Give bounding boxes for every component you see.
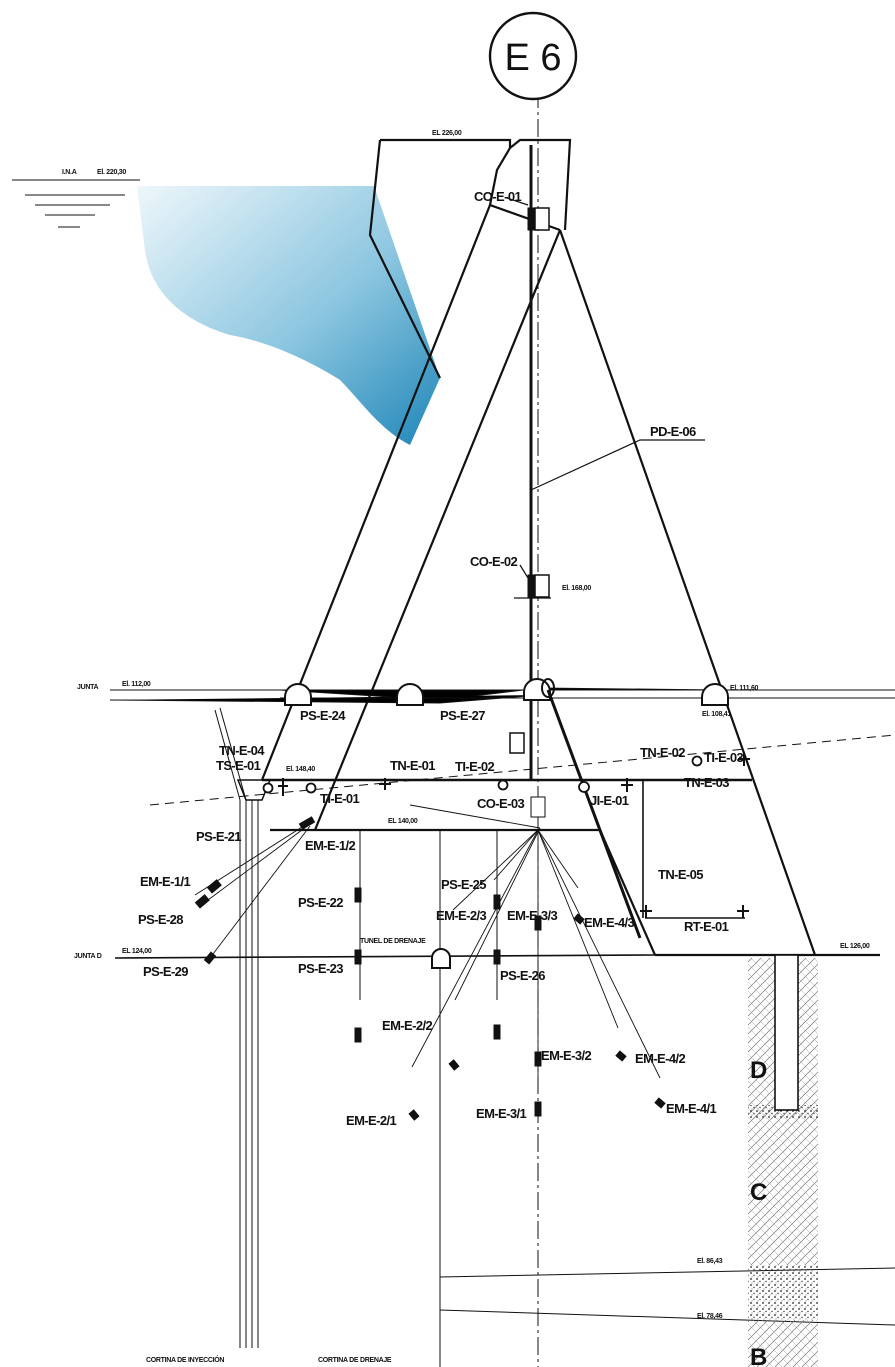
label-em-e-2-1: EM-E-2/1 — [346, 1113, 396, 1128]
foundation-elevation: EL 140,00 — [388, 818, 418, 825]
gallery-elevation: El. 148,40 — [286, 766, 315, 773]
label-em-e-2-2: EM-E-2/2 — [382, 1018, 432, 1033]
dam-body — [260, 138, 880, 957]
nan-elevation: El. 220,30 — [97, 169, 126, 176]
label-em-e-4-2: EM-E-4/2 — [635, 1051, 685, 1066]
label-ti-e-01: TI-E-01 — [320, 791, 360, 806]
label-em-e-1-1: EM-E-1/1 — [140, 874, 190, 889]
rock-lines — [439, 1267, 895, 1326]
zone-d: D — [750, 1057, 767, 1084]
label-em-e-4-3: EM-E-4/3 — [584, 915, 634, 930]
label-tn-e-04: TN-E-04 — [219, 743, 265, 758]
piezometer-lines — [359, 830, 498, 1000]
water-level-symbol — [12, 179, 140, 228]
injection-curtain — [214, 707, 259, 1348]
label-tn-e-02: TN-E-02 — [640, 745, 685, 760]
rock-dashed-lines — [149, 734, 895, 806]
label-ti-e-02: TI-E-02 — [455, 759, 495, 774]
label-ps-e-23: PS-E-23 — [298, 961, 343, 976]
label-rt-e-01: RT-E-01 — [684, 919, 729, 934]
el-86-label: El. 86,43 — [697, 1258, 723, 1265]
section-title: E 6 — [504, 37, 561, 79]
zone-b: B — [750, 1344, 767, 1367]
label-ps-e-25: PS-E-25 — [441, 877, 486, 892]
label-em-e-3-1: EM-E-3/1 — [476, 1106, 526, 1121]
junta-d-label: JUNTA D — [74, 953, 102, 960]
gallery-block — [236, 779, 272, 801]
label-ps-e-22: PS-E-22 — [298, 895, 343, 910]
label-ti-e-03: TI-E-03 — [704, 750, 744, 765]
drainage-curtain-label: CORTINA DE DRENAJE — [318, 1357, 392, 1364]
gravel-band-upper — [748, 1105, 818, 1119]
label-ts-e-01: TS-E-01 — [216, 758, 261, 773]
downstream-gallery — [642, 780, 745, 919]
label-em-e-2-3: EM-E-2/3 — [436, 908, 486, 923]
cross-markers — [278, 752, 750, 918]
label-ps-e-29: PS-E-29 — [143, 964, 188, 979]
extensometer-fan — [409, 804, 661, 1085]
label-em-e-4-1: EM-E-4/1 — [666, 1101, 716, 1116]
label-ps-e-27: PS-E-27 — [440, 708, 485, 723]
shaft — [774, 954, 799, 1111]
drain-head-icon — [541, 678, 555, 698]
el-78-label: El. 78,46 — [697, 1313, 723, 1320]
instrument-markers — [194, 207, 703, 1121]
drain-tunnel-label: TUNEL DE DRENAJE — [360, 938, 426, 945]
label-pd-e-06: PD-E-06 — [650, 424, 696, 439]
junta-d-elevation: EL 124,00 — [122, 948, 152, 955]
label-ji-e-01: JI-E-01 — [590, 793, 629, 808]
junta-label: JUNTA — [77, 684, 99, 691]
label-tn-e-05: TN-E-05 — [658, 867, 703, 882]
section-title-circle — [488, 11, 578, 101]
co-e-02-elevation: El. 168,00 — [562, 585, 591, 592]
lower-tunnel-band — [280, 689, 895, 699]
crest-elevation: EL 226,00 — [432, 130, 462, 137]
label-co-e-03: CO-E-03 — [477, 796, 524, 811]
tunnels — [284, 678, 729, 969]
label-co-e-02: CO-E-02 — [470, 554, 517, 569]
label-ps-e-28: PS-E-28 — [138, 912, 183, 927]
inclined-drain — [546, 689, 642, 939]
nan-label: I.N.A — [62, 169, 77, 176]
label-em-e-3-2: EM-E-3/2 — [541, 1048, 591, 1063]
label-ps-e-26: PS-E-26 — [500, 968, 545, 983]
strata-column-b — [748, 1320, 818, 1367]
tunnel-right-elevation: El. 111,60 — [730, 685, 759, 692]
label-em-e-1-2: EM-E-1/2 — [305, 838, 355, 853]
label-tn-e-03: TN-E-03 — [684, 775, 729, 790]
leaders — [506, 197, 705, 599]
el-108-label: El. 108,41 — [702, 711, 731, 718]
label-tn-e-01: TN-E-01 — [390, 758, 435, 773]
junta-d-line — [114, 954, 656, 959]
junta-elevation: El. 112,00 — [122, 681, 151, 688]
reservoir-water — [137, 186, 440, 445]
label-em-e-3-3: EM-E-3/3 — [507, 908, 557, 923]
label-ps-e-21: PS-E-21 — [196, 829, 241, 844]
downstream-elevation: EL 126,00 — [840, 943, 870, 950]
strata-column-gravel — [748, 1265, 818, 1320]
zone-c: C — [750, 1179, 767, 1206]
injection-curtain-label: CORTINA DE INYECCIÓN — [146, 1355, 224, 1364]
label-ps-e-24: PS-E-24 — [300, 708, 346, 723]
label-co-e-01: CO-E-01 — [474, 189, 521, 204]
